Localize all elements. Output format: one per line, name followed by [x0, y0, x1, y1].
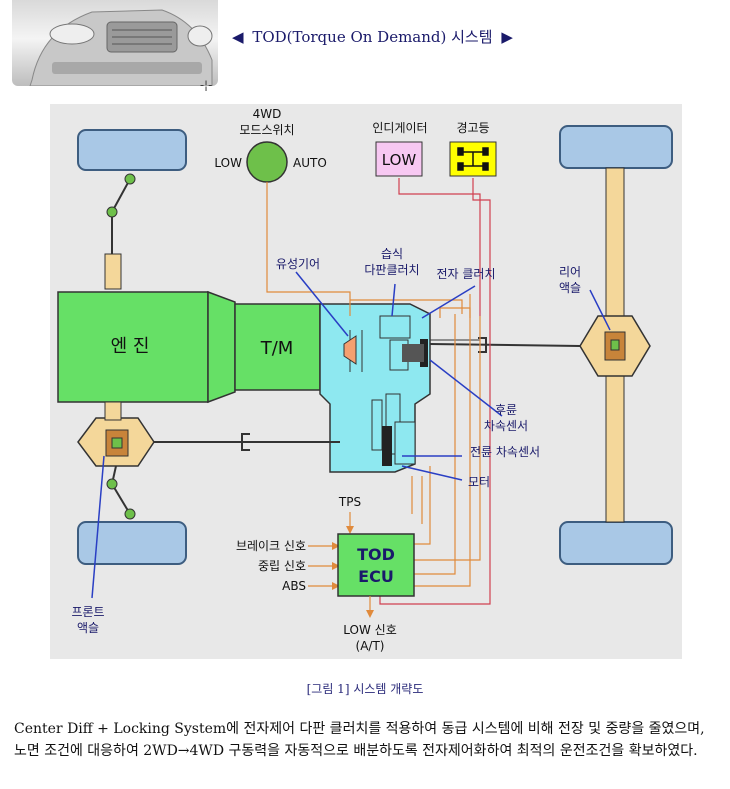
tm-label: T/M — [260, 338, 294, 359]
switch-low-label: LOW — [214, 156, 242, 170]
ecu-label-2: ECU — [358, 567, 394, 586]
tps-label: TPS — [338, 495, 361, 509]
abs-label: ABS — [282, 579, 306, 593]
motor-label: 모터 — [468, 475, 490, 489]
front-sensor-label: 전륜 차속센서 — [470, 445, 540, 459]
ecu-label-1: TOD — [357, 545, 395, 564]
brake-signal-label: 브레이크 신호 — [236, 539, 306, 553]
engine-block — [57, 291, 209, 403]
tod-ecu-box — [337, 533, 415, 597]
rear-sensor-label-2: 차속센서 — [484, 419, 528, 433]
crosshair-cursor-icon: -¦- — [200, 78, 213, 92]
warning-title: 경고등 — [456, 121, 489, 135]
indicator-value: LOW — [382, 151, 417, 169]
engine-label: 엔 진 — [111, 336, 150, 357]
front-axle-label-1: 프론트 — [71, 605, 104, 619]
front-axle-label-2: 액슬 — [77, 621, 99, 635]
rear-right-tire-bottom — [559, 521, 673, 565]
next-arrow-icon[interactable]: ▶ — [501, 28, 513, 46]
section-header: ◀ TOD(Torque On Demand) 시스템 ▶ — [232, 26, 513, 47]
rear-sensor-label-1: 후륜 — [495, 403, 517, 417]
indicator-title: 인디게이터 — [372, 121, 427, 135]
front-left-tire — [77, 129, 187, 171]
electric-clutch-label: 전자 클러치 — [436, 267, 495, 281]
section-title: TOD(Torque On Demand) 시스템 — [252, 28, 493, 46]
low-signal-label-2: (A/T) — [356, 639, 385, 653]
rear-right-tire-top — [559, 125, 673, 169]
prev-arrow-icon[interactable]: ◀ — [232, 28, 244, 46]
low-signal-label-1: LOW 신호 — [343, 623, 396, 637]
wet-clutch-label-1: 습식 — [381, 247, 403, 261]
car-front-icon — [29, 9, 213, 86]
switch-title-2: 모드스위치 — [239, 123, 294, 137]
switch-title-1: 4WD — [253, 107, 282, 121]
indicator-low-lamp — [375, 141, 423, 177]
planetary-gear-label: 유성기어 — [276, 257, 320, 271]
tod-system-diagram: 엔 진 T/M 4WD 모드스위치 LOW AUTO 인디게이터 LOW 경 — [50, 104, 682, 659]
body-paragraph: Center Diff + Locking System에 전자제어 다판 클러… — [14, 721, 705, 759]
car-thumbnail-image — [12, 0, 218, 86]
4wd-mode-switch[interactable] — [246, 141, 288, 183]
switch-auto-label: AUTO — [293, 156, 327, 170]
neutral-signal-label: 중립 신호 — [258, 559, 306, 573]
rear-axle-label-2: 액슬 — [559, 281, 581, 295]
front-left-tire-bottom — [77, 521, 187, 565]
rear-axle-label-1: 리어 — [559, 265, 581, 279]
figure-caption: [그림 1] 시스템 개략도 — [306, 682, 424, 696]
transmission-block — [234, 303, 321, 391]
wet-clutch-label-2: 다판클러치 — [364, 263, 419, 277]
